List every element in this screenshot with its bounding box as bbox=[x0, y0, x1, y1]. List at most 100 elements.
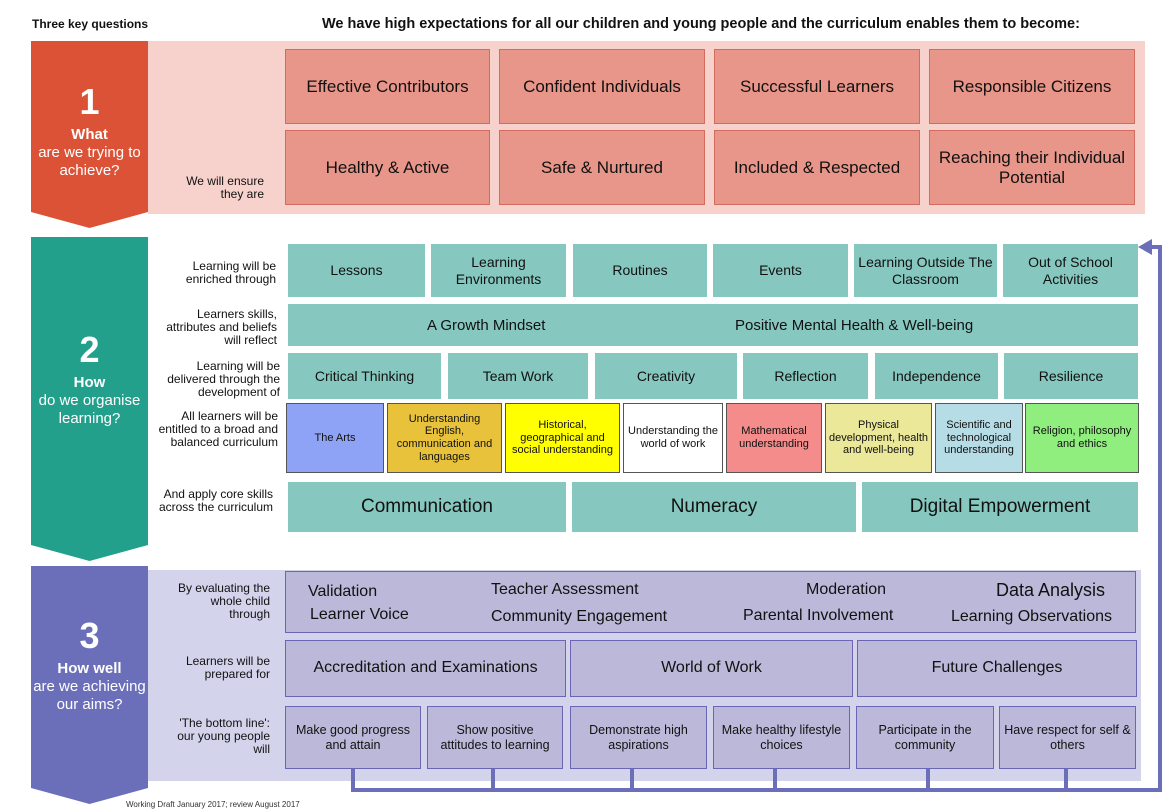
context-box-2: Routines bbox=[572, 243, 708, 298]
section2-question-rest: do we organise learning? bbox=[38, 392, 141, 427]
prepared-box-label: World of Work bbox=[661, 659, 762, 677]
beliefs-row: A Growth Mindset Positive Mental Health … bbox=[287, 303, 1139, 347]
wellbeing-box-0: Healthy & Active bbox=[285, 130, 490, 205]
capacity-box-0: Effective Contributors bbox=[285, 49, 490, 124]
header-three-key-questions: Three key questions bbox=[32, 17, 149, 31]
core-skill-box-label: Digital Empowerment bbox=[909, 496, 1091, 518]
bottom-line-box-1: Show positive attitudes to learning bbox=[427, 706, 563, 769]
skill-box-4: Independence bbox=[874, 352, 999, 400]
feedback-arrowhead bbox=[1138, 239, 1152, 255]
belief-growth-mindset: A Growth Mindset bbox=[427, 317, 546, 334]
section3-question-rest: are we achieving our aims? bbox=[33, 678, 146, 713]
bottom-line-box-4: Participate in the community bbox=[856, 706, 994, 769]
skill-box-label: Resilience bbox=[1038, 367, 1104, 384]
curriculum-box-label: The Arts bbox=[314, 431, 356, 444]
bottom-line-box-label: Participate in the community bbox=[878, 723, 972, 752]
belief-mental-health: Positive Mental Health & Well-being bbox=[735, 317, 974, 334]
skill-box-0: Critical Thinking bbox=[287, 352, 442, 400]
curriculum-box-6: Scientific and technological understandi… bbox=[935, 403, 1023, 473]
capacity-box-2: Successful Learners bbox=[714, 49, 920, 124]
context-box-label: Out of School Activities bbox=[1028, 254, 1113, 287]
label-evaluating: By evaluating the whole child through bbox=[177, 581, 270, 621]
skill-box-1: Team Work bbox=[447, 352, 589, 400]
label-bottom-line: 'The bottom line': our young people will bbox=[177, 716, 270, 756]
core-skill-box-0: Communication bbox=[287, 481, 567, 533]
context-box-5: Out of School Activities bbox=[1002, 243, 1139, 298]
context-box-label: Events bbox=[759, 262, 802, 279]
context-box-label: Routines bbox=[612, 262, 668, 279]
wellbeing-box-1: Safe & Nurtured bbox=[499, 130, 705, 205]
eval-moderation: Moderation bbox=[806, 581, 887, 598]
core-skill-box-label: Numeracy bbox=[670, 496, 758, 518]
label-delivered: Learning will be delivered through the d… bbox=[167, 359, 280, 399]
section2-number: 2 bbox=[79, 329, 100, 370]
section2-chevron: 2 How do we organise learning? bbox=[31, 237, 148, 561]
curriculum-box-4: Mathematical understanding bbox=[726, 403, 822, 473]
label-skills: Learners skills, attributes and beliefs … bbox=[166, 307, 277, 347]
skill-box-2: Creativity bbox=[594, 352, 738, 400]
curriculum-box-label: Religion, philosophy and ethics bbox=[1032, 425, 1132, 450]
skill-box-label: Team Work bbox=[482, 367, 554, 384]
bottom-line-box-label: Demonstrate high aspirations bbox=[589, 723, 688, 752]
section1-question-bold: What bbox=[71, 126, 108, 143]
curriculum-box-label: Physical development, health and well-be… bbox=[828, 419, 929, 457]
curriculum-box-7: Religion, philosophy and ethics bbox=[1025, 403, 1139, 473]
eval-learner-voice: Learner Voice bbox=[310, 606, 409, 623]
bottom-line-box-label: Make healthy lifestyle choices bbox=[721, 723, 842, 752]
curriculum-box-label: Understanding English, communication and… bbox=[396, 412, 493, 463]
core-skill-box-label: Communication bbox=[361, 496, 493, 518]
curriculum-box-label: Understanding the world of work bbox=[628, 425, 718, 450]
capacity-box-label: Responsible Citizens bbox=[952, 76, 1112, 96]
curriculum-box-label: Historical, geographical and social unde… bbox=[512, 419, 613, 457]
footer-note: Working Draft January 2017; review Augus… bbox=[126, 800, 300, 809]
bottom-line-box-5: Have respect for self & others bbox=[999, 706, 1136, 769]
label-enriched: Learning will be enriched through bbox=[185, 259, 276, 286]
curriculum-box-1: Understanding English, communication and… bbox=[387, 403, 502, 473]
section1-question-rest: are we trying to achieve? bbox=[38, 144, 141, 179]
curriculum-box-label: Mathematical understanding bbox=[739, 425, 809, 450]
context-box-3: Events bbox=[712, 243, 849, 298]
context-box-label: Learning Environments bbox=[455, 254, 542, 287]
capacity-box-label: Confident Individuals bbox=[523, 76, 681, 96]
header-expectations: We have high expectations for all our ch… bbox=[322, 16, 1080, 32]
wellbeing-box-label: Reaching their Individual Potential bbox=[938, 147, 1126, 187]
eval-learning-observations: Learning Observations bbox=[951, 608, 1112, 625]
curriculum-box-0: The Arts bbox=[286, 403, 384, 473]
skill-box-label: Creativity bbox=[636, 367, 696, 384]
capacity-box-1: Confident Individuals bbox=[499, 49, 705, 124]
section1-number: 1 bbox=[79, 81, 100, 122]
label-entitled: All learners will be entitled to a broad… bbox=[158, 409, 278, 449]
eval-parental-involvement: Parental Involvement bbox=[743, 607, 894, 624]
section2-question-bold: How bbox=[73, 374, 106, 391]
skill-box-5: Resilience bbox=[1003, 352, 1139, 400]
prepared-box-2: Future Challenges bbox=[857, 640, 1137, 697]
bottom-line-box-0: Make good progress and attain bbox=[285, 706, 421, 769]
section1-row-label: We will ensure they are bbox=[186, 174, 264, 201]
core-skill-box-2: Digital Empowerment bbox=[861, 481, 1139, 533]
eval-data-analysis: Data Analysis bbox=[996, 580, 1106, 600]
section3-chevron: 3 How well are we achieving our aims? bbox=[31, 566, 148, 804]
bottom-line-box-label: Have respect for self & others bbox=[1004, 723, 1131, 752]
prepared-box-label: Future Challenges bbox=[931, 659, 1063, 677]
bottom-line-box-label: Make good progress and attain bbox=[296, 723, 410, 752]
context-box-1: Learning Environments bbox=[430, 243, 567, 298]
skill-box-label: Reflection bbox=[774, 367, 837, 384]
capacity-box-label: Successful Learners bbox=[739, 76, 895, 96]
section3-question-bold: How well bbox=[57, 660, 122, 677]
evaluation-box: Validation Teacher Assessment Moderation… bbox=[285, 571, 1136, 633]
curriculum-box-label: Scientific and technological understandi… bbox=[944, 419, 1014, 457]
eval-validation: Validation bbox=[308, 583, 378, 600]
bottom-line-box-3: Make healthy lifestyle choices bbox=[713, 706, 850, 769]
context-box-0: Lessons bbox=[287, 243, 426, 298]
eval-teacher-assessment: Teacher Assessment bbox=[491, 581, 639, 598]
context-box-label: Learning Outside The Classroom bbox=[858, 254, 993, 287]
prepared-box-label: Accreditation and Examinations bbox=[313, 659, 538, 677]
wellbeing-box-2: Included & Respected bbox=[714, 130, 920, 205]
bottom-line-box-2: Demonstrate high aspirations bbox=[570, 706, 707, 769]
context-box-4: Learning Outside The Classroom bbox=[853, 243, 998, 298]
eval-community-engagement: Community Engagement bbox=[491, 608, 668, 625]
skill-box-3: Reflection bbox=[742, 352, 869, 400]
section1-chevron: 1 What are we trying to achieve? bbox=[31, 41, 148, 228]
wellbeing-box-label: Included & Respected bbox=[733, 157, 901, 177]
curriculum-box-5: Physical development, health and well-be… bbox=[825, 403, 932, 473]
